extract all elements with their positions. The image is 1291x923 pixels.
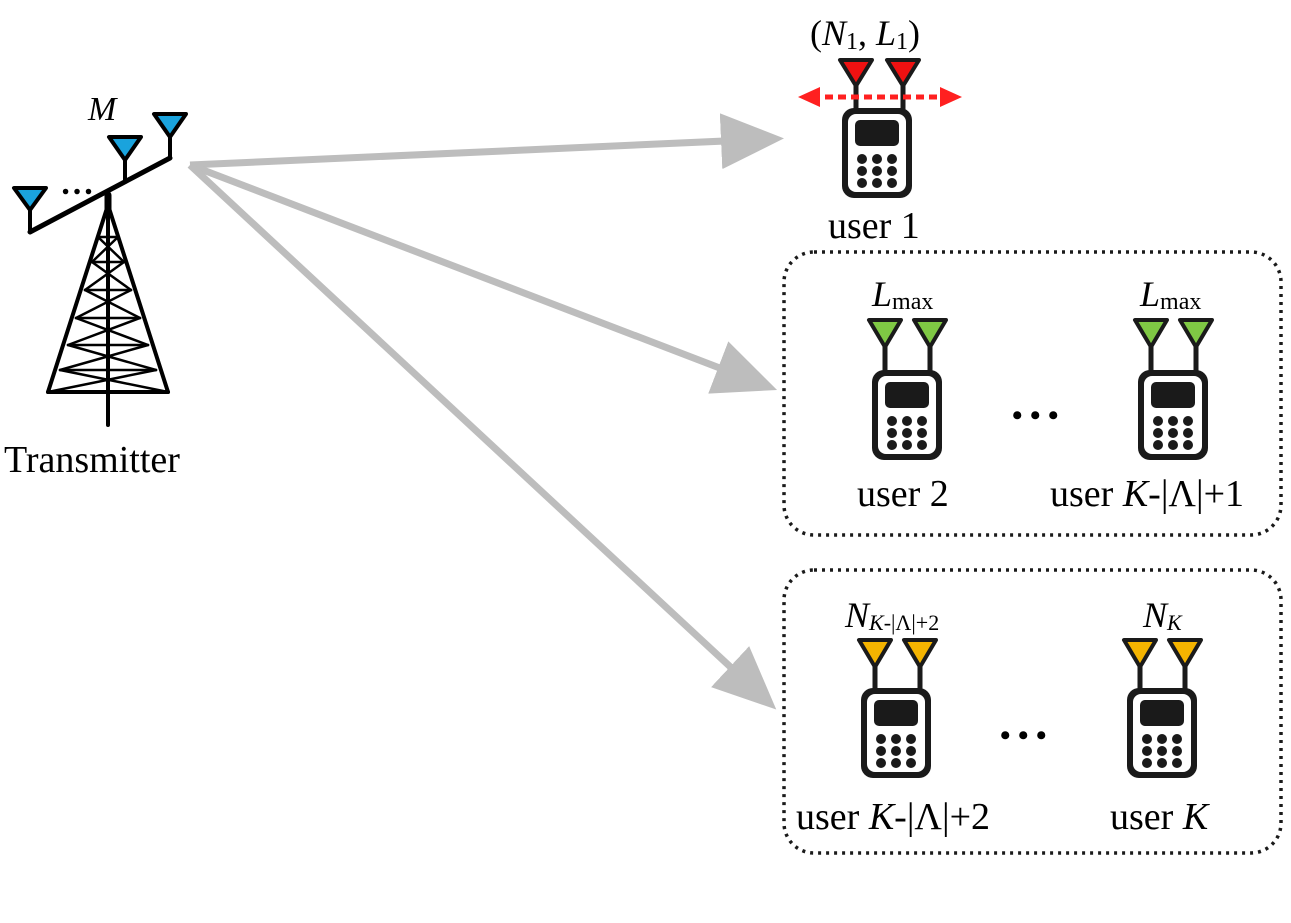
user2-label: user 2 <box>857 473 949 515</box>
user1-range-arrow-icon <box>798 87 962 107</box>
user1-device: (N1, L1) user 1 <box>798 13 962 247</box>
user2-phone-icon <box>872 370 942 460</box>
tx-antenna-icons <box>12 112 188 212</box>
group3-right-antenna-icon <box>1122 638 1158 669</box>
group3-right-device: NK user K <box>1110 595 1210 838</box>
tx-dots: … <box>60 165 94 202</box>
group3-left-antenna-icon <box>902 638 938 669</box>
user-k-phone-icon <box>1127 688 1197 778</box>
group3-left-antenna-icon <box>857 638 893 669</box>
user-k-lambda-1-phone-icon <box>1138 370 1208 460</box>
user1-phone-icon <box>842 108 912 198</box>
group2-left-antenna-icon <box>912 318 948 349</box>
transmitter-label: Transmitter <box>4 439 180 481</box>
arrow-to-user1 <box>189 113 784 170</box>
group2-dots: • • • <box>1012 399 1059 432</box>
group2-right-antenna-icon <box>1178 318 1214 349</box>
group3-right-param: NK <box>1142 595 1183 635</box>
tx-antenna-icon <box>152 112 188 139</box>
group3-box <box>782 568 1283 855</box>
user-k-lambda-2-label: user K-|Λ|+2 <box>796 796 990 838</box>
group3-left-param: NK-|Λ|+2 <box>844 595 939 635</box>
user1-params-label: (N1, L1) <box>810 13 920 55</box>
group2-left-param: Lmax <box>871 274 933 315</box>
user1-label: user 1 <box>828 205 920 247</box>
group2-left-antenna-icon <box>867 318 903 349</box>
user1-antenna-icon <box>885 58 921 88</box>
group2-left-device: Lmax user 2 <box>857 274 949 515</box>
user-k-lambda-2-phone-icon <box>861 688 931 778</box>
tx-antenna-label: M <box>87 91 118 128</box>
group3-dots: • • • <box>1000 719 1047 752</box>
arrow-to-group2 <box>188 161 778 394</box>
group2-right-antenna-icon <box>1133 318 1169 349</box>
group2-right-device: Lmax user K-|Λ|+1 <box>1050 274 1244 515</box>
group2-box <box>782 250 1283 537</box>
link-arrows <box>187 113 784 710</box>
user-k-label: user K <box>1110 796 1210 838</box>
group3-left-device: NK-|Λ|+2 user K-|Λ|+2 <box>796 595 990 838</box>
tx-antenna-icon <box>12 186 48 212</box>
arrow-to-group3 <box>187 162 777 710</box>
group2-right-param: Lmax <box>1139 274 1201 315</box>
user1-antenna-icon <box>838 58 874 88</box>
transmitter-tower-icon <box>27 134 173 427</box>
tx-antenna-icon <box>107 135 143 162</box>
group3-right-antenna-icon <box>1167 638 1203 669</box>
user-k-lambda-1-label: user K-|Λ|+1 <box>1050 473 1244 515</box>
